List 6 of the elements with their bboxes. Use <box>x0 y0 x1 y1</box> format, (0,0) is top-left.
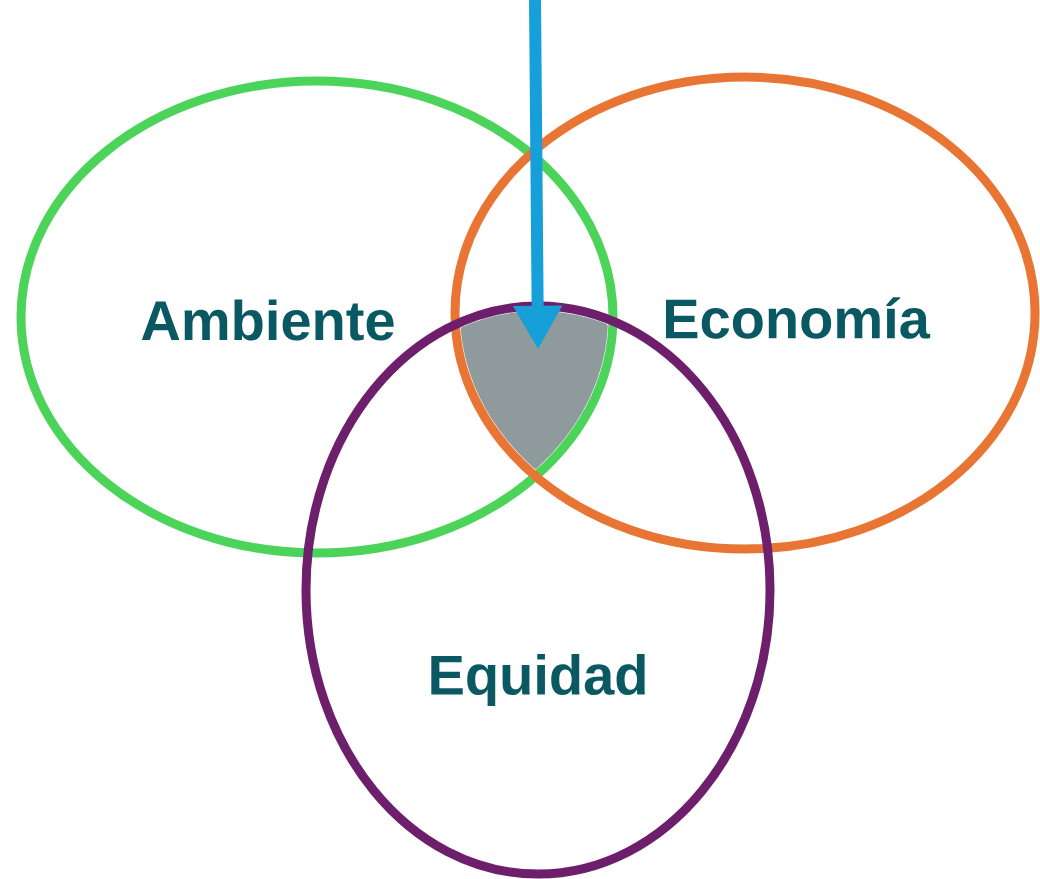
set-label: Ambiente <box>141 299 394 341</box>
ellipse <box>450 72 1040 554</box>
intersection-region <box>460 311 608 470</box>
set-label: Economía <box>665 297 931 339</box>
set-label: Equidad <box>431 653 645 707</box>
ellipse <box>16 76 618 558</box>
